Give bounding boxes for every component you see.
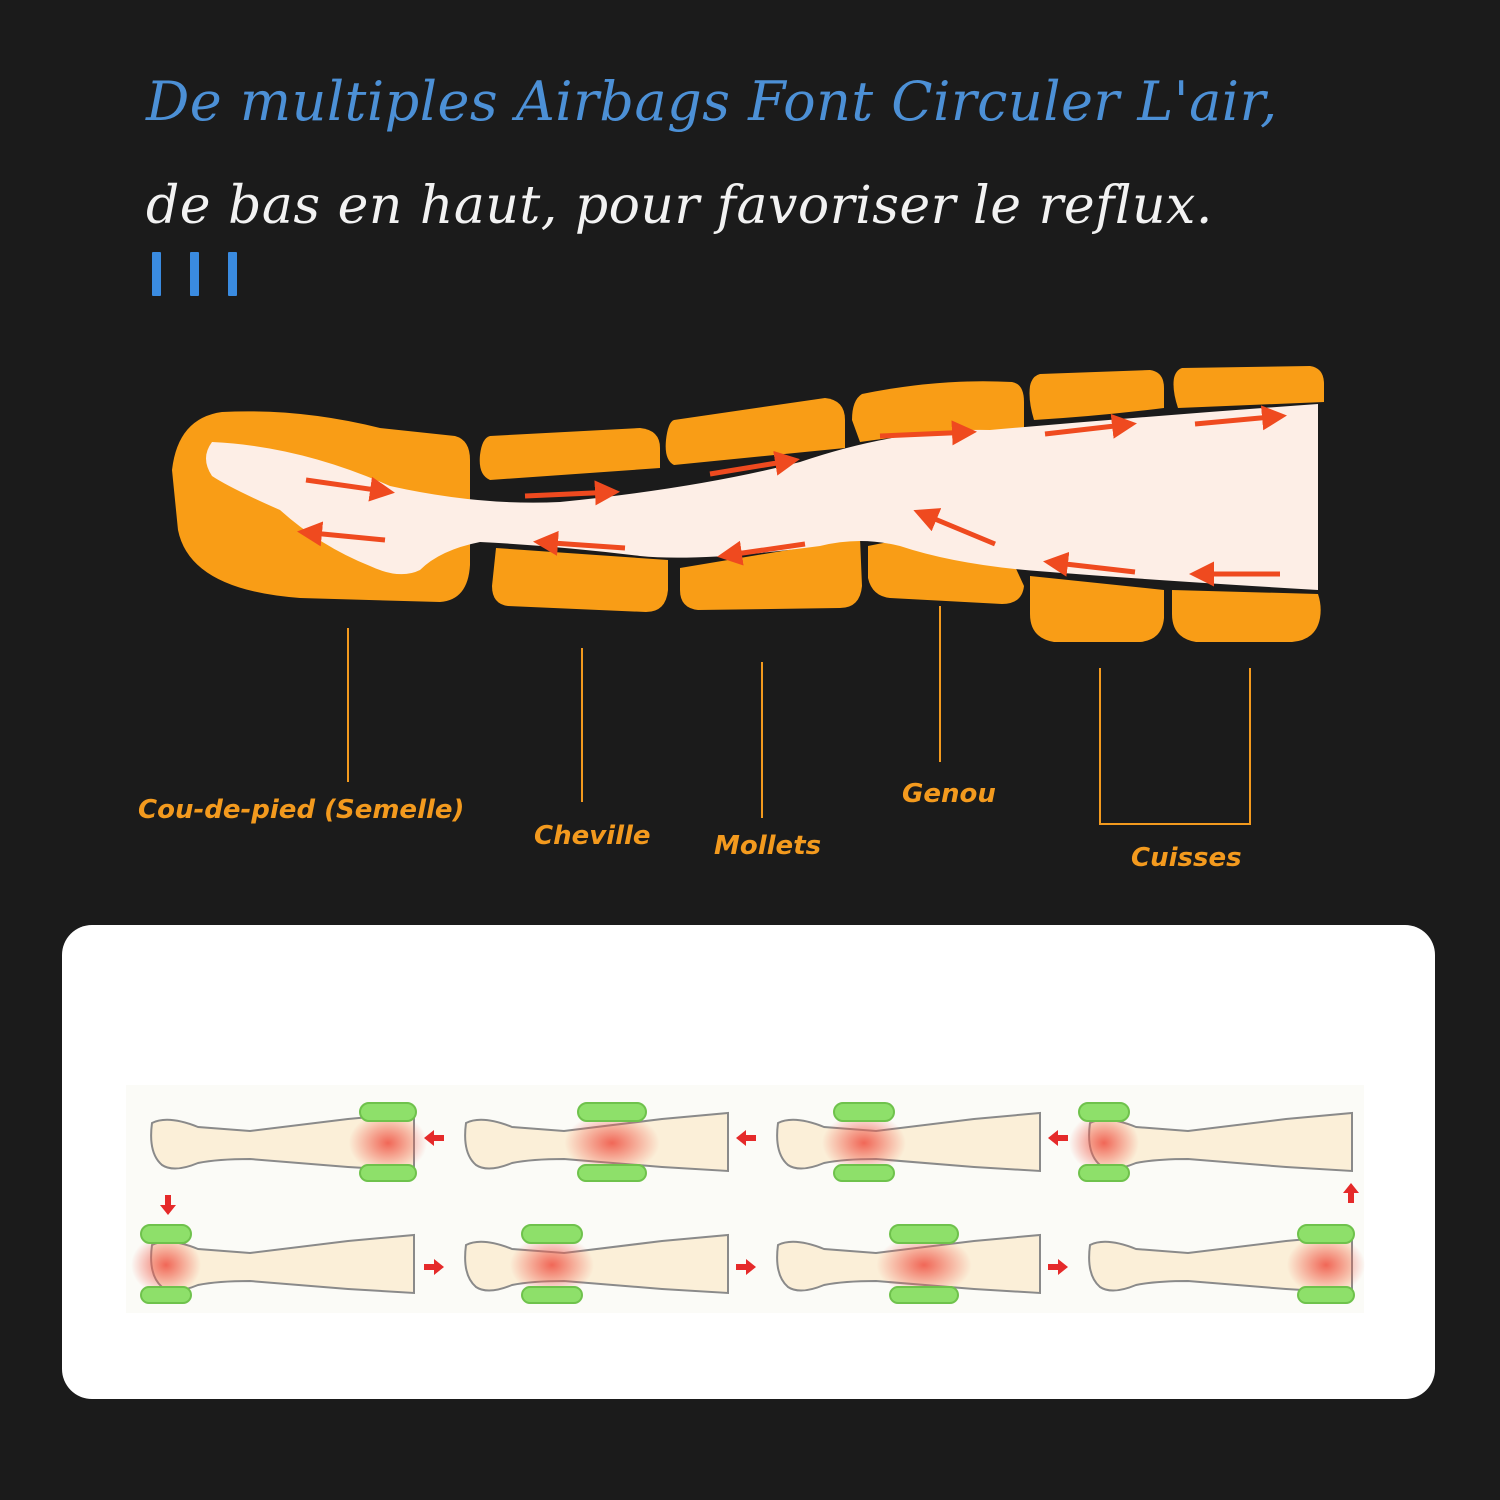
- sequence-step: [131, 1224, 415, 1304]
- arrow-right-icon: [1048, 1259, 1068, 1275]
- accent-bar: [228, 252, 237, 296]
- leg-shape: [206, 404, 1318, 590]
- arrow-right-icon: [424, 1259, 444, 1275]
- arrow-up-icon: [1343, 1183, 1359, 1203]
- accent-bar: [190, 252, 199, 296]
- accent-bar: [152, 252, 161, 296]
- arrow-right-icon: [524, 480, 620, 506]
- arrow-left-icon: [736, 1130, 756, 1146]
- arrow-right-icon: [305, 476, 395, 502]
- label-knee: Genou: [902, 779, 996, 809]
- airbag-thigh-upper-bottom: [1030, 576, 1164, 642]
- arrow-left-icon: [1048, 1130, 1068, 1146]
- sequence-step: [776, 1102, 1041, 1182]
- arrow-left-icon: [717, 540, 806, 566]
- arrow-right-icon: [1194, 405, 1287, 431]
- airbag-thigh-upper-top: [1029, 370, 1164, 420]
- airbag-ankle-bottom: [492, 548, 668, 612]
- arrow-left-icon: [424, 1130, 444, 1146]
- sequence-step: [1069, 1102, 1353, 1182]
- airbag-calf-top: [665, 398, 845, 465]
- arrow-left-icon: [913, 508, 996, 547]
- arrow-right-icon: [879, 420, 977, 446]
- arrow-right-icon: [1044, 413, 1137, 439]
- airbag-leg-diagram: Cou-de-pied (Semelle) Cheville Mollets G…: [138, 366, 1324, 873]
- sequence-step: [776, 1224, 1041, 1304]
- headline-line-1: De multiples Airbags Font Circuler L'air…: [146, 70, 1278, 133]
- accent-bars: [150, 252, 250, 296]
- airbag-thigh-lower-bottom: [1172, 590, 1321, 642]
- headline: De multiples Airbags Font Circuler L'air…: [146, 62, 1446, 246]
- airbag-knee-top: [852, 381, 1024, 442]
- airbag-chambers: [172, 366, 1324, 642]
- airbag-ankle-top: [479, 428, 660, 480]
- sequence-step: [464, 1102, 729, 1182]
- arrow-down-icon: [160, 1195, 176, 1215]
- flow-arrows: [297, 405, 1287, 587]
- sequence-illustration: [126, 1085, 1366, 1313]
- arrow-left-icon: [1043, 551, 1136, 577]
- airbag-calf-bottom: [680, 538, 862, 610]
- arrow-left-icon: [297, 521, 386, 547]
- airbag-thigh-lower-top: [1173, 366, 1324, 408]
- sequence-step: [150, 1102, 428, 1182]
- arrow-left-icon: [533, 530, 626, 556]
- leader-lines: [347, 606, 1251, 825]
- label-calves: Mollets: [714, 831, 821, 861]
- headline-line-2: de bas en haut, pour favoriser le reflux…: [146, 176, 1213, 236]
- label-instep: Cou-de-pied (Semelle): [138, 795, 464, 825]
- arrow-right-icon: [709, 450, 800, 477]
- label-thighs: Cuisses: [1131, 843, 1242, 873]
- sequence-step: [1088, 1224, 1366, 1304]
- label-ankle: Cheville: [534, 821, 651, 851]
- sequence-step: [464, 1224, 729, 1304]
- sequence-card: [62, 925, 1435, 1399]
- arrow-right-icon: [736, 1259, 756, 1275]
